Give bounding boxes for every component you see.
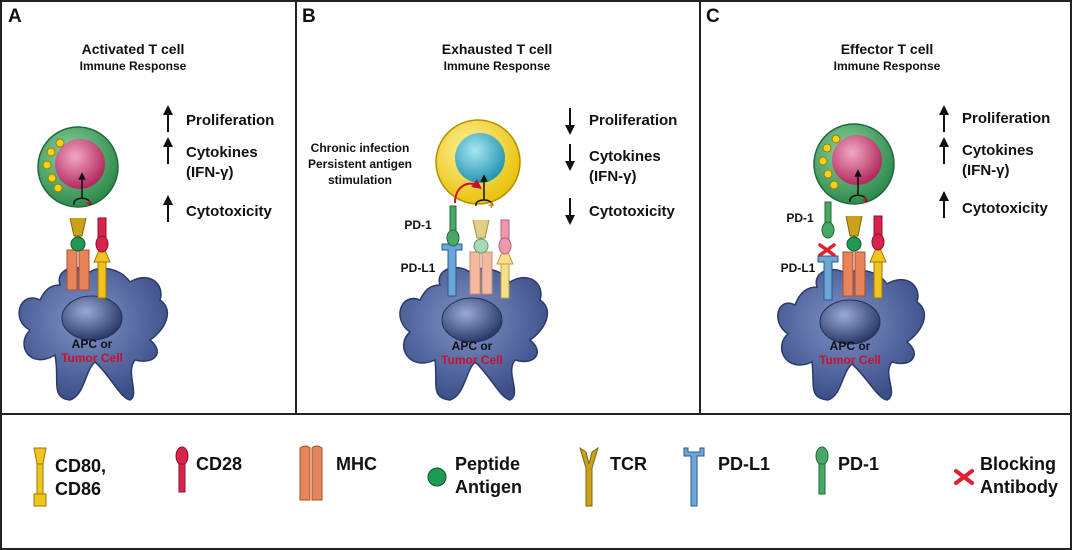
tumor-cell-label: Tumor Cell (819, 353, 881, 367)
effect-label: Proliferation (589, 112, 677, 129)
legend-label: TCR (610, 454, 647, 474)
effect-label: Cytotoxicity (186, 203, 273, 220)
svg-text:+: + (862, 195, 868, 207)
panel-title: Exhausted T cell (442, 41, 552, 57)
panel-a: A Activated T cell Immune Response APC o… (8, 6, 274, 401)
mhc-receptor (469, 251, 481, 295)
panel-subtitle: Immune Response (834, 59, 941, 73)
apc-label: APC or (830, 339, 871, 353)
apc-cell: APC or Tumor Cell (777, 268, 926, 401)
mhc-receptor (66, 236, 90, 291)
effect-label: Proliferation (186, 112, 274, 129)
effect-label: Cytokines (589, 148, 661, 165)
panel-letter: B (302, 6, 316, 27)
legend-item: TCR (579, 446, 647, 507)
tcr-receptor (845, 215, 863, 237)
pd-l1-icon (683, 447, 705, 507)
pd-l1-receptor (441, 243, 463, 297)
legend-label: CD28 (196, 454, 242, 474)
apc-cell: APC or Tumor Cell (18, 266, 169, 401)
blocking-antibody-icon (954, 469, 974, 485)
effect-label: Cytotoxicity (589, 203, 676, 220)
pdl1-label: PD-L1 (401, 261, 436, 275)
cd80-receptor (500, 263, 510, 299)
legend-label: PD-1 (838, 454, 879, 474)
apc-label: APC or (72, 337, 113, 351)
legend-label: Peptide (455, 454, 520, 474)
tumor-cell-label: Tumor Cell (441, 353, 503, 367)
pd-l1-receptor (817, 255, 839, 301)
effects-list: Proliferation Cytokines (IFN-γ) Cytotoxi… (939, 105, 1050, 218)
panel-c: C Effector T cell Immune Response APC or… (706, 6, 1050, 401)
pd1-label: PD-1 (404, 218, 432, 232)
peptide-antigen-icon (427, 467, 447, 487)
effect-label-sub: (IFN-γ) (589, 168, 637, 185)
mhc-icon (299, 445, 323, 501)
tumor-cell-label: Tumor Cell (61, 351, 123, 365)
panel-title: Effector T cell (841, 41, 934, 57)
panel-b: B Exhausted T cell Immune Response Chron… (302, 6, 677, 401)
tcr-receptor (472, 219, 490, 239)
legend-item: CD80, CD86 (33, 447, 106, 507)
effect-label: Cytotoxicity (962, 200, 1049, 217)
apc-label: APC or (452, 339, 493, 353)
t-cell: + (435, 119, 521, 212)
legend-label: CD80, (55, 456, 106, 476)
panel-title: Activated T cell (82, 41, 185, 57)
side-note: Persistent antigen (308, 157, 412, 171)
cd80-cd86-icon (33, 447, 47, 507)
legend-item: PD-L1 (683, 447, 770, 507)
cd28-icon (175, 446, 189, 493)
panel-letter: C (706, 6, 720, 27)
pdl1-label: PD-L1 (781, 261, 816, 275)
side-note: stimulation (328, 173, 392, 187)
legend-label: MHC (336, 454, 377, 474)
cd80-receptor (873, 261, 883, 299)
effect-label-sub: (IFN-γ) (186, 164, 234, 181)
effect-label-sub: (IFN-γ) (962, 162, 1010, 179)
effect-label: Proliferation (962, 110, 1050, 127)
effects-list: Proliferation Cytokines (IFN-γ) Cytotoxi… (163, 105, 274, 222)
effect-label: Cytokines (186, 144, 258, 161)
tcr-receptor (69, 217, 87, 237)
legend-item: PD-1 (815, 446, 879, 495)
legend-label: CD86 (55, 479, 101, 499)
apc-cell: APC or Tumor Cell (399, 266, 549, 401)
side-note: Chronic infection (311, 141, 410, 155)
legend-item: Blocking Antibody (954, 454, 1058, 497)
legend-label: PD-L1 (718, 454, 770, 474)
legend-item: MHC (299, 445, 377, 501)
panel-subtitle: Immune Response (80, 59, 187, 73)
t-cell: + (813, 123, 895, 207)
legend-item: Peptide Antigen (427, 454, 522, 497)
pd-1-icon (815, 446, 829, 495)
legend: CD80, CD86 CD28 MHC Peptide Antigen (33, 445, 1058, 507)
peptide-antigen (846, 236, 862, 252)
panel-letter: A (8, 6, 22, 27)
legend-label: Blocking (980, 454, 1056, 474)
panel-subtitle: Immune Response (444, 59, 551, 73)
mhc-receptor (842, 251, 854, 297)
t-cell: + (37, 126, 119, 210)
effects-list: Proliferation Cytokines (IFN-γ) Cytotoxi… (565, 108, 677, 225)
peptide-antigen (473, 238, 489, 254)
svg-text:+: + (488, 200, 494, 212)
blocking-antibody (818, 243, 836, 257)
legend-item: CD28 (175, 446, 242, 493)
effect-label: Cytokines (962, 142, 1034, 159)
peptide-antigen (70, 236, 86, 252)
legend-label: Antibody (980, 477, 1058, 497)
cd80-receptor (97, 261, 107, 299)
svg-text:+: + (86, 198, 92, 210)
legend-label: Antigen (455, 477, 522, 497)
tcr-icon (579, 446, 599, 507)
pd1-label: PD-1 (786, 211, 814, 225)
